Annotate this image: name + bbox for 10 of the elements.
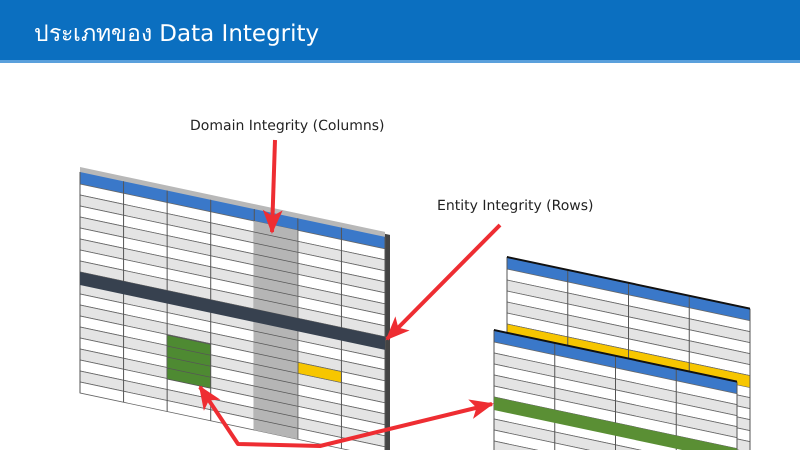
arrow xyxy=(386,224,502,340)
highlighted-row xyxy=(494,397,737,450)
highlighted-cells xyxy=(167,334,211,388)
highlighted-column xyxy=(254,221,298,440)
title: ประเภทของ Data Integrity xyxy=(34,20,320,49)
highlighted-row xyxy=(80,272,385,350)
callout-text: Entity Integrity (Rows) xyxy=(437,198,594,214)
arrow xyxy=(198,385,494,448)
callout-text: Domain Integrity (Columns) xyxy=(190,118,384,134)
arrow xyxy=(262,140,283,234)
